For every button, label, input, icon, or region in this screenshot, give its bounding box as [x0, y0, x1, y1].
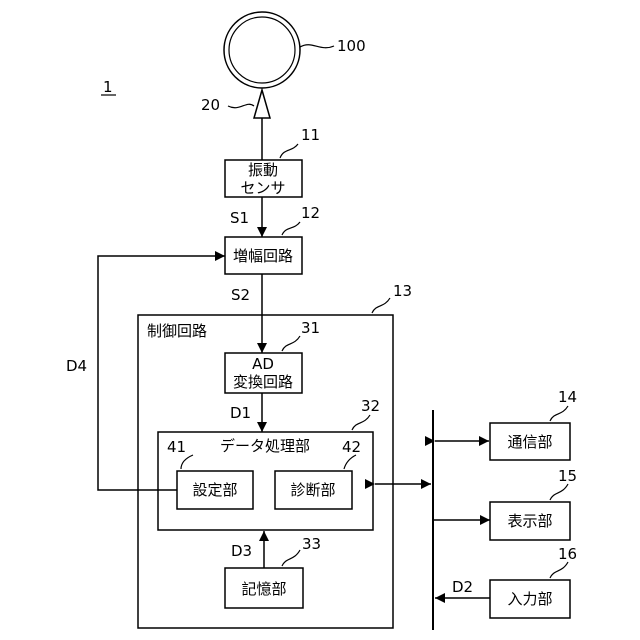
ref-label-32: 32 — [361, 397, 380, 415]
data-processor-label: データ処理部 — [220, 437, 310, 455]
signal-d2-label: D2 — [452, 578, 473, 596]
setting-unit-label: 設定部 — [192, 481, 237, 499]
ref-label-11: 11 — [301, 126, 320, 144]
diagnosis-unit-label: 診断部 — [290, 481, 335, 499]
svg-text:1: 1 — [103, 78, 113, 96]
signal-s2-label: S2 — [231, 286, 250, 304]
system-number: 1 — [101, 78, 116, 96]
signal-d4-arrow — [98, 256, 225, 490]
communication-unit-label: 通信部 — [507, 433, 552, 451]
leader-line-12 — [282, 222, 300, 235]
leader-line-42 — [344, 455, 356, 469]
ref-label-20: 20 — [201, 96, 220, 114]
control-circuit-label: 制御回路 — [147, 322, 207, 340]
ref-label-16: 16 — [558, 545, 577, 563]
vibration-sensor-label-1: 振動 — [248, 161, 278, 179]
ref-label-33: 33 — [302, 535, 321, 553]
target-object — [224, 12, 300, 88]
amplifier-label: 増幅回路 — [233, 247, 293, 265]
leader-line-31 — [282, 336, 300, 351]
leader-line-16 — [550, 562, 568, 578]
ref-label-14: 14 — [558, 388, 577, 406]
ref-label-42: 42 — [342, 438, 361, 456]
ref-label-12: 12 — [301, 204, 320, 222]
signal-s1-label: S1 — [230, 209, 249, 227]
ref-label-100: 100 — [337, 37, 366, 55]
ref-label-41: 41 — [167, 438, 186, 456]
signal-d4-label: D4 — [66, 357, 87, 375]
leader-line-11 — [280, 144, 298, 158]
leader-line-20 — [228, 104, 254, 107]
leader-line-15 — [550, 484, 568, 500]
storage-label: 記憶部 — [241, 580, 286, 598]
signal-d3-label: D3 — [231, 542, 252, 560]
ref-label-15: 15 — [558, 467, 577, 485]
vibration-sensor-label-2: センサ — [240, 179, 285, 197]
leader-line-100 — [300, 45, 334, 48]
ref-label-13: 13 — [393, 282, 412, 300]
input-unit-label: 入力部 — [507, 590, 552, 608]
ref-label-31: 31 — [301, 319, 320, 337]
leader-line-32 — [352, 415, 370, 430]
signal-d1-label: D1 — [230, 404, 251, 422]
leader-line-41 — [181, 455, 193, 469]
leader-line-33 — [282, 550, 300, 566]
leader-line-14 — [550, 406, 568, 421]
display-unit-label: 表示部 — [507, 512, 552, 530]
ad-converter-label-1: AD — [252, 355, 274, 373]
probe-triangle — [254, 90, 270, 118]
leader-line-13 — [372, 298, 390, 313]
ad-converter-label-2: 変換回路 — [233, 373, 293, 391]
